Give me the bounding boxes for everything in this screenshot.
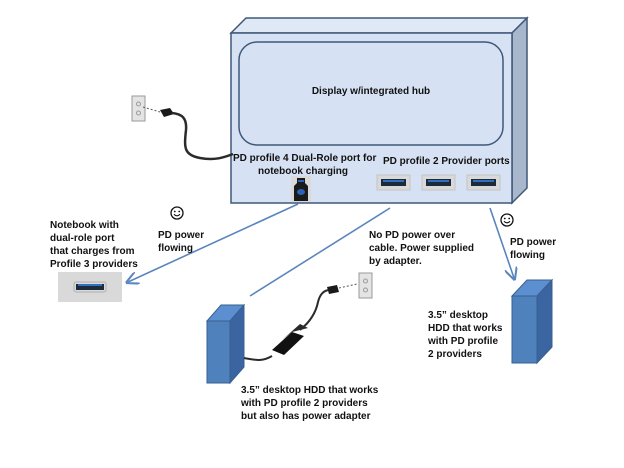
display-screen	[238, 41, 504, 146]
hdd-adapter-status: No PD power over cable. Power supplied b…	[369, 229, 474, 268]
adapter-dc-cable	[243, 355, 273, 361]
hdd-pd-label-line: with PD profile	[428, 336, 498, 347]
line-to-hdd-adapter	[249, 207, 391, 297]
display-hub	[229, 16, 529, 205]
hub-side-face	[511, 16, 528, 205]
hdd-adapter-label-line: with PD profile 2 providers	[241, 398, 368, 409]
notebook-port	[58, 272, 122, 302]
hub-plug	[160, 108, 174, 117]
adapter-ac-cable	[299, 289, 331, 331]
notebook-label-line: Profile 3 providers	[50, 259, 138, 270]
provider-port-2	[421, 174, 456, 191]
notebook-status-line: flowing	[158, 243, 193, 254]
adapter-plug	[327, 285, 339, 294]
dual-role-port-label-line: notebook charging	[258, 166, 348, 177]
hdd-pd-label-line: HDD that works	[428, 323, 503, 334]
hdd-pd-status-line: PD power	[510, 237, 557, 248]
wall-outlet-hub	[131, 95, 146, 122]
hdd-pd-label-line: 3.5” desktop	[428, 310, 489, 321]
notebook-label-line: that charges from	[50, 246, 135, 257]
adapter-plug-prongs	[338, 283, 358, 289]
provider-port-1	[376, 174, 411, 191]
hdd-with-adapter	[205, 303, 246, 385]
hub-power-cable	[171, 111, 234, 161]
display-label: Display w/integrated hub	[311, 86, 431, 97]
hdd-adapter-status-line: by adapter.	[369, 256, 422, 267]
hdd-adapter-status-line: cable. Power supplied	[369, 243, 475, 254]
provider-ports-label: PD profile 2 Provider ports	[383, 156, 510, 167]
provider-port-3	[466, 174, 501, 191]
smiley-face-icon	[500, 213, 514, 227]
notebook-status-line: PD power	[158, 230, 205, 241]
arrow-to-notebook	[128, 203, 299, 282]
hdd-adapter-status-line: No PD power over	[369, 230, 456, 241]
arrow-to-hdd-pd	[489, 207, 514, 278]
notebook-status: PD power flowing	[158, 229, 204, 255]
hdd-pd-status: PD power flowing	[510, 236, 556, 262]
notebook-label: Notebook with dual-role port that charge…	[50, 219, 138, 271]
hdd-pd-label: 3.5” desktop HDD that works with PD prof…	[428, 309, 502, 361]
dual-role-port	[291, 176, 311, 202]
wall-outlet-adapter	[358, 272, 373, 299]
smiley-face-icon	[170, 206, 184, 220]
dual-role-port-label: PD profile 4 Dual-Role port for notebook…	[233, 152, 377, 178]
hdd-pd-status-line: flowing	[510, 250, 545, 261]
hdd-pd-powered	[510, 278, 554, 365]
hub-plug-prongs	[142, 106, 161, 113]
hdd-adapter-label: 3.5” desktop HDD that works with PD prof…	[241, 384, 378, 423]
notebook-label-line: Notebook with	[50, 220, 119, 231]
dual-role-port-label-line: PD profile 4 Dual-Role port for	[233, 153, 377, 164]
hub-top-face	[229, 17, 529, 34]
hdd-adapter-label-line: but also has power adapter	[241, 411, 371, 422]
notebook-label-line: dual-role port	[50, 233, 115, 244]
hdd-pd-label-line: 2 providers	[428, 349, 482, 360]
hdd-adapter-label-line: 3.5” desktop HDD that works	[241, 385, 379, 396]
